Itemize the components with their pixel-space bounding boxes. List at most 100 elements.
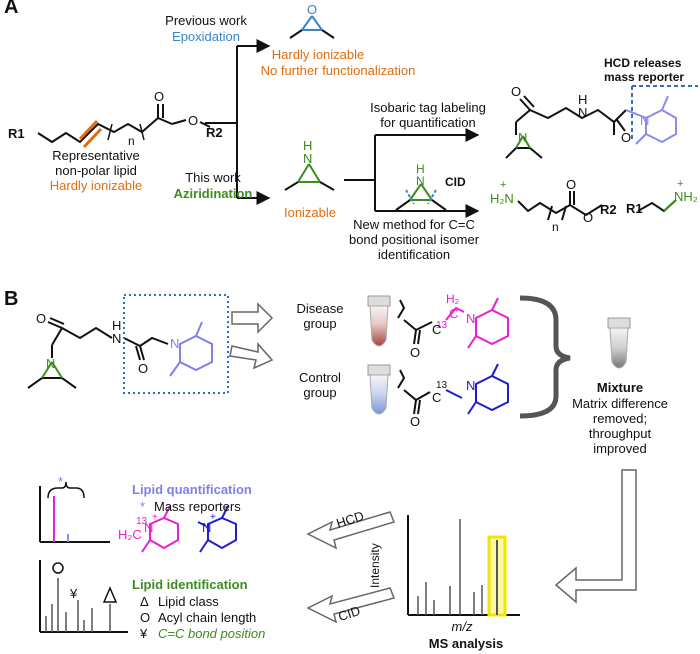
control-label-structure xyxy=(397,369,431,415)
reporter-n2: N xyxy=(202,520,212,535)
reagent-structure xyxy=(27,317,169,389)
fork-arrows-ionizable xyxy=(344,128,480,218)
ident-symbol-2: O xyxy=(140,610,151,625)
mixture-tube xyxy=(607,317,631,369)
hcd-releases-1: HCD releases xyxy=(604,56,682,70)
fragment-plus-2: + xyxy=(677,178,684,190)
fragment-r2: R2 xyxy=(600,202,617,217)
lipid-r2: R2 xyxy=(206,125,223,140)
panel-label-b: B xyxy=(4,288,19,310)
tag-o2: O xyxy=(621,130,632,145)
cid-h: H xyxy=(416,162,425,176)
control-13: 13 xyxy=(436,380,448,391)
cid-aziridine xyxy=(395,183,447,211)
ms-analysis-label: MS analysis xyxy=(428,636,504,651)
hollow-arrows-groups xyxy=(229,302,274,370)
double-bond-mark xyxy=(78,119,99,141)
lipid-caption-2: non-polar lipid xyxy=(55,163,137,178)
repeat-bracket xyxy=(107,123,145,141)
reporter-plus1: + xyxy=(152,512,158,523)
new-method-1: New method for C=C xyxy=(353,217,475,232)
control-group-2: group xyxy=(303,385,337,400)
cid-label-a: CID xyxy=(445,175,466,189)
reagent-piperidine-n: N xyxy=(170,336,180,351)
epoxidation-label: Epoxidation xyxy=(172,29,240,44)
disease-c: C xyxy=(449,306,459,321)
disease-13: 13 xyxy=(436,320,448,331)
fragment-o2: O xyxy=(583,210,594,225)
ident-item-3: C=C bond position xyxy=(158,626,266,641)
quant-title: Lipid quantification xyxy=(132,482,252,497)
tagged-lipid-structure xyxy=(505,95,627,159)
lipid-structure xyxy=(37,104,211,144)
fragment-plus-1: + xyxy=(500,179,507,191)
grouping-brace xyxy=(519,295,571,419)
control-o: O xyxy=(410,414,421,429)
disease-group-2: group xyxy=(303,316,337,331)
reagent-o1: O xyxy=(36,311,47,326)
control-n: N xyxy=(466,378,476,393)
aziridine-structure xyxy=(284,163,335,191)
lipid-carbonyl-o: O xyxy=(154,89,165,104)
double-bond-mark-2 xyxy=(82,127,103,149)
ident-symbol-1: Δ xyxy=(140,594,149,609)
intensity-axis-label: Intensity xyxy=(368,543,382,588)
ident-item-2: Acyl chain length xyxy=(158,610,257,625)
tag-piperidine-n: N xyxy=(640,113,650,128)
reagent-n: N xyxy=(112,331,122,346)
new-method-2: bond positional isomer xyxy=(348,232,480,247)
reporter-13: 13 xyxy=(136,516,148,527)
control-piperidine xyxy=(445,363,509,415)
panel-label-a: A xyxy=(4,0,19,18)
fragment-r1: R1 xyxy=(626,201,643,216)
disease-label-structure xyxy=(397,299,433,345)
disease-h2: H₂ xyxy=(446,292,460,306)
mixture-note-4: improved xyxy=(593,441,647,456)
tag-nh: H xyxy=(578,92,588,107)
tag-o1: O xyxy=(511,84,522,99)
mz-axis-label: m/z xyxy=(451,619,473,634)
fragment-n: n xyxy=(552,220,559,234)
lipid-r1: R1 xyxy=(8,126,25,141)
ionizable-label: Ionizable xyxy=(283,205,337,220)
fragment-structures xyxy=(517,191,677,221)
aziridine-h: H xyxy=(303,138,313,153)
quant-reporters: Mass reporters xyxy=(154,499,241,514)
disease-c2: C xyxy=(432,322,442,337)
tag-aziridine-n: N xyxy=(518,130,528,145)
hollow-arrow-ms xyxy=(554,469,637,604)
lipid-caption-1: Representative xyxy=(52,148,140,163)
reagent-highlight-box xyxy=(123,294,229,394)
quant-star: * xyxy=(140,499,146,514)
tag-nh-n: N xyxy=(578,105,588,120)
epoxide-structure xyxy=(289,15,335,39)
isobaric-label-2: for quantification xyxy=(380,115,476,130)
reporter-ion-structures xyxy=(141,505,237,553)
fork-arrows-a xyxy=(205,39,271,205)
fragment-o1: O xyxy=(566,177,577,192)
reporter-h2c: H₂C xyxy=(118,527,142,542)
epoxide-o: O xyxy=(307,2,318,17)
new-method-3: identification xyxy=(377,247,451,262)
cid-n: N xyxy=(416,174,425,188)
reagent-o2: O xyxy=(138,361,149,376)
ident-spectrum xyxy=(39,560,128,633)
reporter-plus2: + xyxy=(210,512,216,523)
disease-n: N xyxy=(466,311,476,326)
spectrum-star: * xyxy=(58,474,64,489)
epoxide-note-2: No further functionalization xyxy=(260,63,416,78)
reporter-n1: N xyxy=(144,520,154,535)
epoxide-note-1: Hardly ionizable xyxy=(271,47,365,62)
quant-spectrum xyxy=(39,481,110,543)
mixture-note-3: throughput xyxy=(588,426,652,441)
this-work-label: This work xyxy=(185,170,241,185)
previous-work-label: Previous work xyxy=(165,13,247,28)
ident-title: Lipid identification xyxy=(132,577,248,592)
hcd-releases-2: mass reporter xyxy=(604,70,685,84)
lipid-caption-3: Hardly ionizable xyxy=(49,178,143,193)
lipid-ester-o: O xyxy=(188,113,199,128)
mixture-label: Mixture xyxy=(596,380,644,395)
isobaric-label-1: Isobaric tag labeling xyxy=(370,100,486,115)
